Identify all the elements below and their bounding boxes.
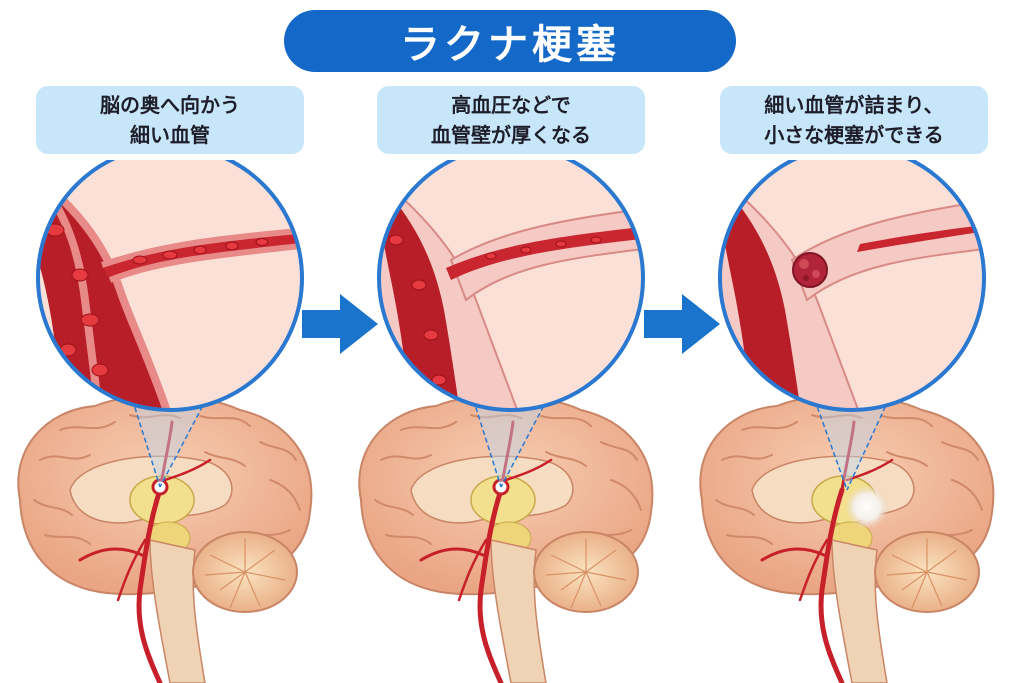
step-3-illustration xyxy=(699,160,995,683)
brain-illustration xyxy=(699,394,995,683)
step-2-illustration xyxy=(358,160,654,683)
infarct-spot xyxy=(845,485,889,529)
magnifier-circle xyxy=(718,160,986,412)
step-2-caption-line-1: 高血圧などで xyxy=(451,93,571,117)
right-arrow-icon xyxy=(644,294,720,354)
step-3-caption: 細い血管が詰まり、 小さな梗塞ができる xyxy=(720,86,988,154)
page-title: ラクナ梗塞 xyxy=(400,22,620,68)
brain-illustration xyxy=(358,394,654,683)
magnifier-circle xyxy=(377,160,645,412)
title-banner: ラクナ梗塞 xyxy=(284,10,736,72)
brain-illustration xyxy=(17,394,313,683)
step-1-caption-line-2: 細い血管 xyxy=(130,123,210,147)
step-3-caption-line-1: 細い血管が詰まり、 xyxy=(764,93,944,117)
clot xyxy=(792,252,828,288)
step-2-caption: 高血圧などで 血管壁が厚くなる xyxy=(377,86,645,154)
step-1-caption: 脳の奥へ向かう 細い血管 xyxy=(36,86,304,154)
step-1-illustration xyxy=(17,160,313,683)
magnifier-circle xyxy=(36,160,304,412)
right-arrow-icon xyxy=(302,294,378,354)
step-1-caption-line-1: 脳の奥へ向かう xyxy=(100,93,240,117)
step-2-caption-line-2: 血管壁が厚くなる xyxy=(431,123,591,147)
step-3-caption-line-2: 小さな梗塞ができる xyxy=(764,123,944,147)
